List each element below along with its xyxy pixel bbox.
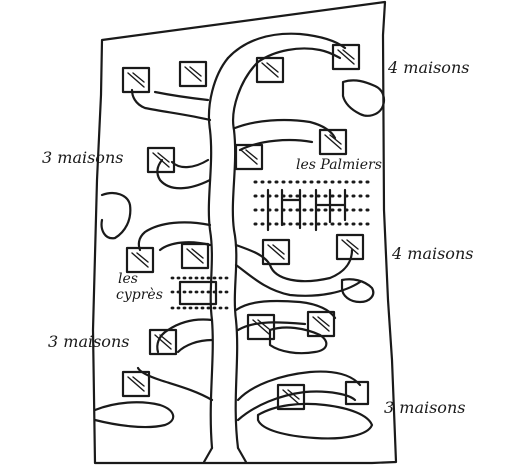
green-area-right <box>341 79 386 117</box>
top-branch <box>226 32 347 60</box>
cypres-plot <box>178 280 218 306</box>
label-3-maisons-bottom: 3 maisons <box>384 398 466 417</box>
palmiers-dots <box>253 180 372 226</box>
label-3-maisons-low: 3 maisons <box>48 332 130 351</box>
green-area-mid-right <box>340 278 375 304</box>
label-les: les <box>118 271 138 287</box>
label-3-maisons-mid: 3 maisons <box>42 148 124 167</box>
green-area-left <box>100 191 132 240</box>
green-area-lower-right <box>268 326 328 355</box>
central-path-left <box>207 56 230 450</box>
label-4-maisons-mid: 4 maisons <box>392 244 474 263</box>
green-area-bottom-right <box>256 402 374 440</box>
cypres-dots <box>170 276 234 310</box>
label-4-maisons-top: 4 maisons <box>388 58 470 77</box>
mid-right-loop <box>234 243 354 283</box>
palmiers-structure <box>266 188 347 232</box>
mid-left-branch <box>137 221 212 252</box>
left-loop <box>156 158 212 190</box>
houses <box>121 43 370 411</box>
green-area-bottom-left <box>93 401 175 429</box>
right-branch-upper <box>233 118 337 140</box>
bottom-right-loop <box>236 370 362 402</box>
plot-outline <box>91 0 398 465</box>
top-left-branch <box>130 88 212 122</box>
label-les-palmiers: les Palmiers <box>296 157 382 173</box>
label-cypres: cyprès <box>116 287 163 303</box>
central-path-right <box>231 60 260 450</box>
